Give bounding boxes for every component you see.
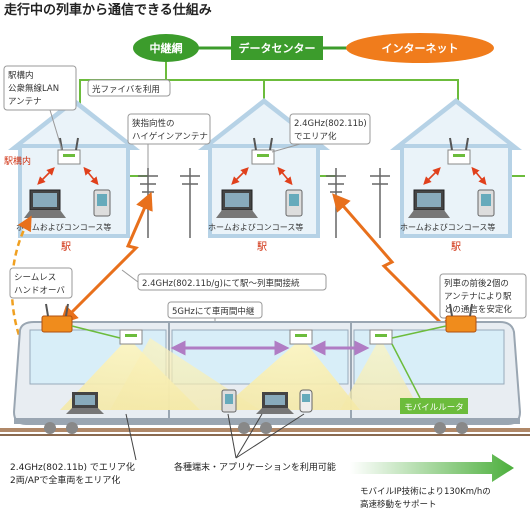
callout-fiber: 光ファイバを利用 [87, 79, 171, 97]
train-access-point-icon [119, 329, 143, 345]
svg-text:列車の前後2個の: 列車の前後2個の [444, 278, 509, 289]
concourse-label: ホームおよびコンコース等 [400, 222, 495, 232]
svg-text:ハンドオーバ: ハンドオーバ [14, 286, 65, 296]
callout-hg-antenna: 狭指向性の ハイゲインアンテナ [127, 113, 211, 168]
station-label: 駅 [451, 241, 461, 253]
antenna-pole-icon [180, 168, 200, 238]
svg-text:ハイゲインアンテナ: ハイゲインアンテナ [132, 131, 208, 142]
callout-car-area: 2.4GHz(802.11b) でエリア化 2両/APで全車両をエリア化 [10, 461, 135, 486]
speed-label-2: 高速移動をサポート [360, 499, 437, 510]
svg-text:アンテナ: アンテナ [8, 97, 42, 107]
datacenter-label: データセンター [239, 41, 316, 55]
svg-text:2.4GHz(802.11b/g)にて駅〜列車間接続: 2.4GHz(802.11b/g)にて駅〜列車間接続 [142, 278, 300, 289]
station-label: 駅 [61, 241, 71, 253]
svg-text:駅構内: 駅構内 [8, 70, 34, 81]
train-access-point-icon [289, 329, 313, 345]
seamless-handover-arrow [10, 215, 66, 403]
speed-arrow [350, 454, 514, 482]
access-point-icon [447, 137, 471, 165]
callout-train-link: 2.4GHz(802.11b/g)にて駅〜列車間接続 [121, 269, 327, 291]
station-inside-label: 駅構内 [4, 155, 31, 167]
speed-label-1: モバイルIP技術により130Km/hの [360, 486, 491, 497]
access-point-icon [251, 137, 275, 165]
internet-label: インターネット [382, 42, 459, 55]
devices-label: 各種端末・アプリケーションを利用可能 [174, 461, 336, 473]
wireless-link-arrows [37, 166, 487, 186]
laptop-icon [408, 189, 450, 218]
train-access-point-icon [369, 329, 393, 345]
phone-icon [299, 389, 313, 413]
concourse-label: ホームおよびコンコース等 [16, 222, 111, 232]
svg-text:アンテナにより駅: アンテナにより駅 [444, 292, 512, 302]
mobile-router [400, 398, 468, 414]
svg-text:との通信を安定化: との通信を安定化 [444, 304, 512, 315]
svg-text:狭指向性の: 狭指向性の [132, 118, 175, 129]
antenna-pole-icon [370, 168, 390, 238]
train-antenna-icon [445, 303, 477, 333]
station-label: 駅 [257, 241, 267, 253]
station-train-link [332, 193, 455, 337]
laptop-icon [256, 392, 294, 414]
station-train-link [59, 191, 153, 325]
callout-wifi-area: 2.4GHz(802.11b) でエリア化 [271, 113, 371, 153]
mobile-router-label: モバイルルータ [404, 403, 464, 413]
svg-text:5GHzにて車両間中継: 5GHzにて車両間中継 [172, 306, 255, 317]
svg-text:シームレス: シームレス [14, 273, 56, 283]
svg-text:2.4GHz(802.11b): 2.4GHz(802.11b) [294, 119, 367, 129]
antenna-pole-icon [326, 168, 346, 238]
svg-text:公衆無線LAN: 公衆無線LAN [8, 83, 59, 94]
laptop-icon [216, 189, 258, 218]
svg-text:光ファイバを利用: 光ファイバを利用 [92, 84, 160, 95]
train-antenna-icon [41, 303, 73, 333]
datacenter-node [231, 36, 323, 60]
pda-icon [93, 189, 111, 217]
relay-network-label: 中継網 [150, 41, 183, 55]
top-network: 中継網 データセンター インターネット [133, 33, 494, 63]
in-car-wiring [71, 325, 447, 399]
concourse-label: ホームおよびコンコース等 [208, 222, 303, 232]
relay-network-node [133, 34, 199, 62]
wheel-icon [44, 422, 468, 434]
svg-text:2両/APで全車両をエリア化: 2両/APで全車両をエリア化 [10, 474, 120, 486]
station-house-3 [390, 98, 522, 238]
laptop-icon [66, 392, 104, 414]
internet-node [346, 33, 494, 63]
pda-icon [221, 389, 237, 413]
pda-icon [477, 189, 495, 217]
svg-text:2.4GHz(802.11b) でエリア化: 2.4GHz(802.11b) でエリア化 [10, 461, 135, 473]
svg-text:でエリア化: でエリア化 [294, 131, 337, 142]
callout-front-rear: 列車の前後2個の アンテナにより駅 との通信を安定化 [439, 273, 527, 329]
laptop-icon [24, 189, 66, 218]
callout-seamless: シームレス ハンドオーバ [9, 267, 73, 299]
page-title: 走行中の列車から通信できる仕組み [4, 2, 212, 18]
pda-icon [285, 189, 303, 217]
coverage-beams [60, 338, 420, 410]
callout-5ghz: 5GHzにて車両間中継 [167, 301, 263, 332]
callout-station-lan: 駅構内 公衆無線LAN アンテナ [3, 65, 77, 151]
